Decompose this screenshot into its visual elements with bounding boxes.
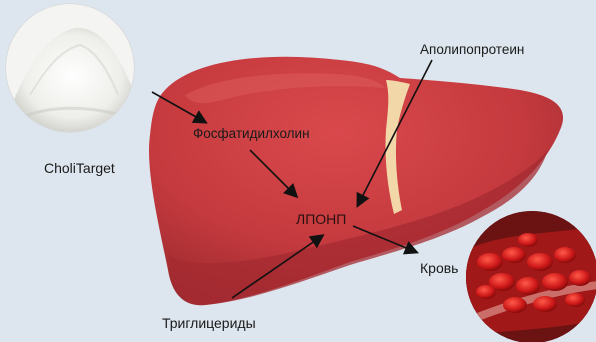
triglycerides-label: Триглицериды — [162, 315, 256, 331]
cholitarget-label: CholiTarget — [44, 160, 115, 176]
apolipoprotein-label: Аполипопротеин — [420, 42, 524, 57]
white-powder-icon — [6, 4, 135, 135]
vldl-label: ЛПОНП — [296, 211, 346, 227]
blood-label: Кровь — [420, 260, 458, 276]
red-blood-cells-icon — [466, 211, 596, 342]
phosphatidylcholine-label: Фосфатидилхолин — [193, 126, 310, 141]
